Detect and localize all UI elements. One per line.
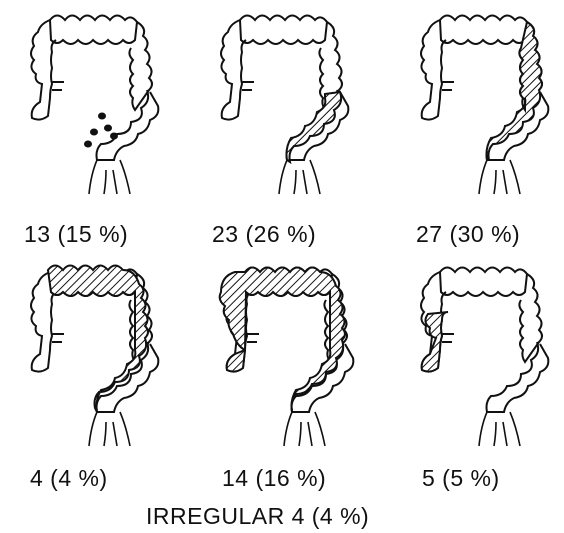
panel-2 [221,16,348,195]
caption-6: 5 (5 %) [422,465,500,491]
polyp-dots [84,113,118,148]
panel-1 [31,16,158,195]
panel-3 [421,16,548,195]
caption-3: 27 (30 %) [416,221,520,247]
panel-5 [220,268,354,447]
panel-6 [421,268,548,447]
panel-4 [31,266,158,447]
caption-2: 23 (26 %) [212,221,316,247]
caption-4: 4 (4 %) [30,465,108,491]
caption-5: 14 (16 %) [222,465,326,491]
shaded-segment [287,92,342,162]
footer-label: IRREGULAR 4 (4 %) [146,503,369,529]
caption-1: 13 (15 %) [24,221,128,247]
